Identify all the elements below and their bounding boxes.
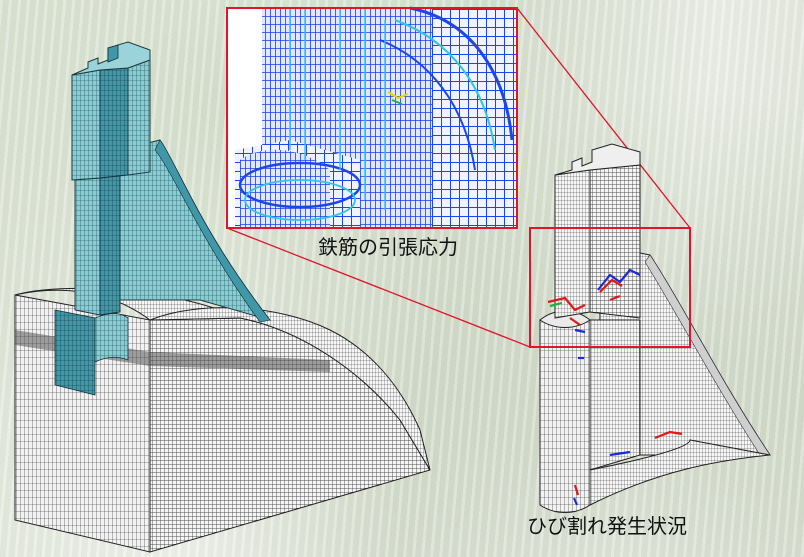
crack-marks (547, 268, 683, 506)
cracked-model-mesh (529, 143, 771, 513)
crack-state-caption: ひび割れ発生状況 (527, 514, 687, 538)
rebar-stress-caption: 鉄筋の引張応力 (318, 235, 458, 259)
full-model-mesh (14, 41, 431, 553)
connector-lines (226, 7, 691, 348)
rebar-stress-zoom (226, 6, 518, 229)
